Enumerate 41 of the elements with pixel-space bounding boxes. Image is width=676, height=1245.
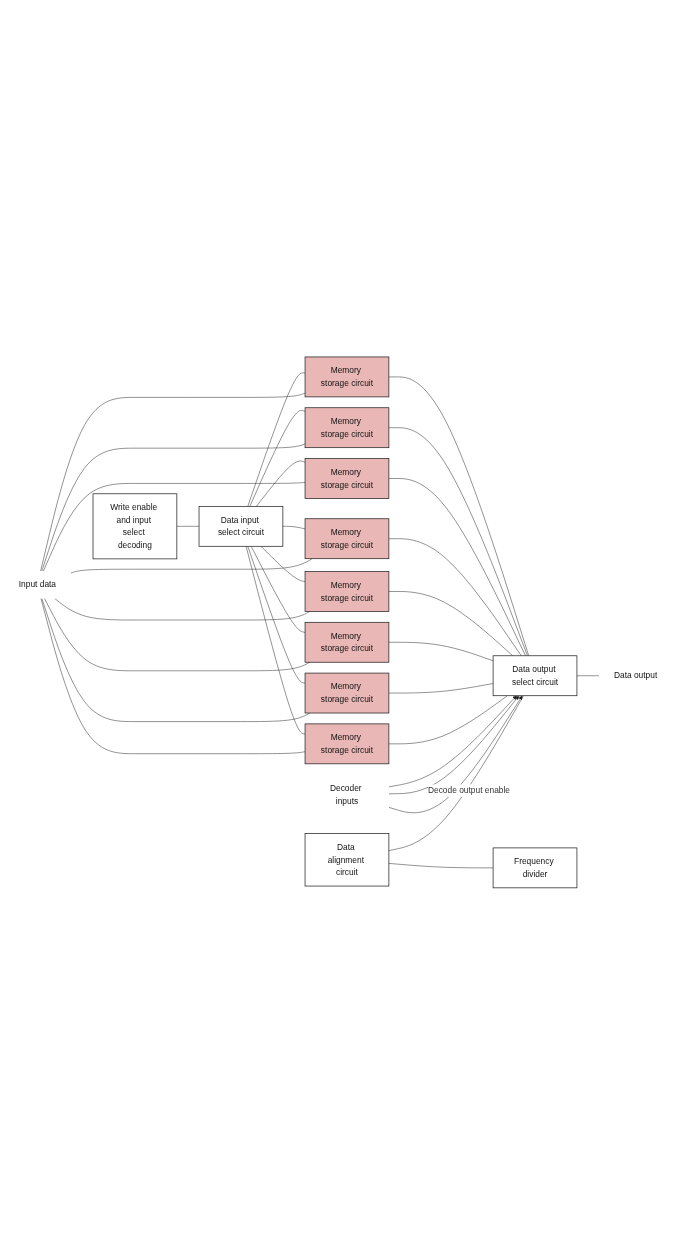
- connector: [176, 526, 200, 527]
- node-text: Input data: [18, 580, 57, 590]
- connector: [247, 546, 306, 684]
- connector: [41, 598, 311, 722]
- connector: [388, 695, 524, 852]
- node-box: Memory storage circuit: [304, 672, 390, 714]
- node-box: Write enable and input select decoding: [92, 493, 178, 560]
- connector: [256, 460, 306, 507]
- edge-label: Decode output enable: [427, 785, 510, 796]
- node-text: Decoder inputs: [329, 783, 362, 806]
- node-box: Memory storage circuit: [304, 571, 390, 612]
- connector: [388, 376, 529, 657]
- connector: [250, 546, 306, 633]
- connector: [388, 538, 522, 657]
- connector: [388, 478, 526, 657]
- node-box: Frequency divider: [492, 847, 578, 889]
- connector: [247, 372, 306, 507]
- connector: [249, 410, 306, 507]
- node-box: Data input select circuit: [198, 506, 284, 547]
- node-box: Data output select circuit: [492, 655, 578, 697]
- node-box: Memory storage circuit: [304, 458, 390, 499]
- connector: [245, 546, 306, 735]
- node-box: Memory storage circuit: [304, 622, 390, 663]
- node-box: Data alignment circuit: [304, 833, 390, 887]
- connector: [388, 591, 513, 657]
- node-box: Memory storage circuit: [304, 407, 390, 449]
- connector: [43, 482, 306, 572]
- connector: [54, 598, 311, 621]
- connector: [388, 683, 494, 694]
- node-text: Data output: [613, 671, 658, 681]
- connector: [70, 558, 313, 574]
- connector: [388, 695, 508, 745]
- connector: [44, 598, 311, 672]
- connector: [40, 392, 306, 572]
- connector: [260, 546, 306, 583]
- node-box: Memory storage circuit: [304, 723, 390, 765]
- connector: [388, 863, 494, 869]
- node-box: Memory storage circuit: [304, 356, 390, 398]
- connector: [388, 642, 494, 662]
- node-box: Memory storage circuit: [304, 518, 390, 560]
- connector: [388, 427, 528, 657]
